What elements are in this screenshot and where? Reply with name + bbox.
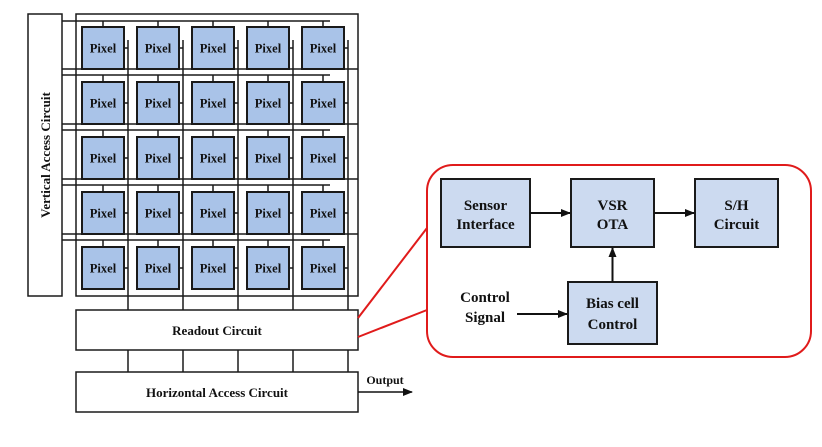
pixel-cell	[136, 246, 180, 290]
pixel-label: Pixel	[255, 97, 282, 111]
pixel-label: Pixel	[255, 152, 282, 166]
bias-cell-label-1: Bias cell	[586, 296, 639, 312]
pixel-label: Pixel	[200, 262, 227, 276]
control-signal-label-2: Signal	[465, 310, 505, 326]
pixel-cell	[81, 191, 125, 235]
pixel-cell	[81, 26, 125, 70]
pixel-cell	[246, 81, 290, 125]
column-bus-lines	[127, 350, 349, 372]
pixel-cell	[301, 26, 345, 70]
pixel-label: Pixel	[200, 97, 227, 111]
pixel-cell	[246, 191, 290, 235]
horizontal-access-label: Horizontal Access Circuit	[146, 385, 289, 400]
output-label: Output	[366, 373, 403, 387]
control-signal-label-1: Control	[460, 290, 510, 306]
pixel-label: Pixel	[90, 262, 117, 276]
sh-circuit-label-1: S/H	[724, 198, 749, 214]
pixel-label: Pixel	[145, 42, 172, 56]
pixel-label: Pixel	[310, 207, 337, 221]
pixel-cell	[191, 26, 235, 70]
sh-circuit-label-2: Circuit	[714, 217, 760, 233]
pixel-cell	[301, 246, 345, 290]
readout-circuit	[75, 309, 359, 351]
pixel-label: Pixel	[90, 42, 117, 56]
pixel-cell	[136, 81, 180, 125]
sensor-interface-label-2: Interface	[456, 217, 515, 233]
pixel-array-frame	[75, 13, 359, 297]
vsr-ota-label-1: VSR	[597, 198, 627, 214]
pixel-label: Pixel	[255, 42, 282, 56]
pixel-cell	[246, 246, 290, 290]
pixel-cell	[301, 191, 345, 235]
pixel-label: Pixel	[255, 207, 282, 221]
readout-label: Readout Circuit	[172, 323, 262, 338]
pixel-cell	[191, 246, 235, 290]
bias-cell-label-2: Control	[588, 317, 638, 333]
pixel-cell	[81, 136, 125, 180]
pixel-label: Pixel	[90, 97, 117, 111]
pixel-cell	[136, 136, 180, 180]
pixel-label: Pixel	[310, 262, 337, 276]
pixel-label: Pixel	[145, 152, 172, 166]
pixel-label: Pixel	[200, 152, 227, 166]
pixel-label: Pixel	[90, 152, 117, 166]
pixel-label: Pixel	[90, 207, 117, 221]
pixel-cell	[246, 136, 290, 180]
pixel-cell	[301, 81, 345, 125]
pixel-label: Pixel	[145, 262, 172, 276]
pixel-cell	[246, 26, 290, 70]
pixel-label: Pixel	[200, 207, 227, 221]
vertical-access-circuit	[27, 13, 63, 297]
pixel-cell	[81, 246, 125, 290]
pixel-cell	[191, 136, 235, 180]
pixel-label: Pixel	[145, 207, 172, 221]
pixel-label: Pixel	[310, 152, 337, 166]
vsr-ota-label-2: OTA	[597, 217, 629, 233]
pixel-label: Pixel	[200, 42, 227, 56]
callout-line-bottom	[357, 309, 428, 338]
sensor-interface-block	[440, 178, 531, 248]
pixel-label: Pixel	[310, 97, 337, 111]
sensor-interface-label-1: Sensor	[464, 198, 508, 214]
bias-cell-control-block	[567, 281, 658, 345]
pixel-cell	[191, 191, 235, 235]
pixel-cell	[81, 81, 125, 125]
pixel-label: Pixel	[255, 262, 282, 276]
pixel-cell	[191, 81, 235, 125]
callout-line-top	[357, 227, 428, 319]
pixel-cell	[136, 26, 180, 70]
pixel-label: Pixel	[145, 97, 172, 111]
pixel-cell	[136, 191, 180, 235]
pixel-label: Pixel	[310, 42, 337, 56]
pixel-cell	[301, 136, 345, 180]
vertical-access-label: Vertical Access Circuit	[38, 92, 53, 218]
sh-circuit-block	[694, 178, 779, 248]
